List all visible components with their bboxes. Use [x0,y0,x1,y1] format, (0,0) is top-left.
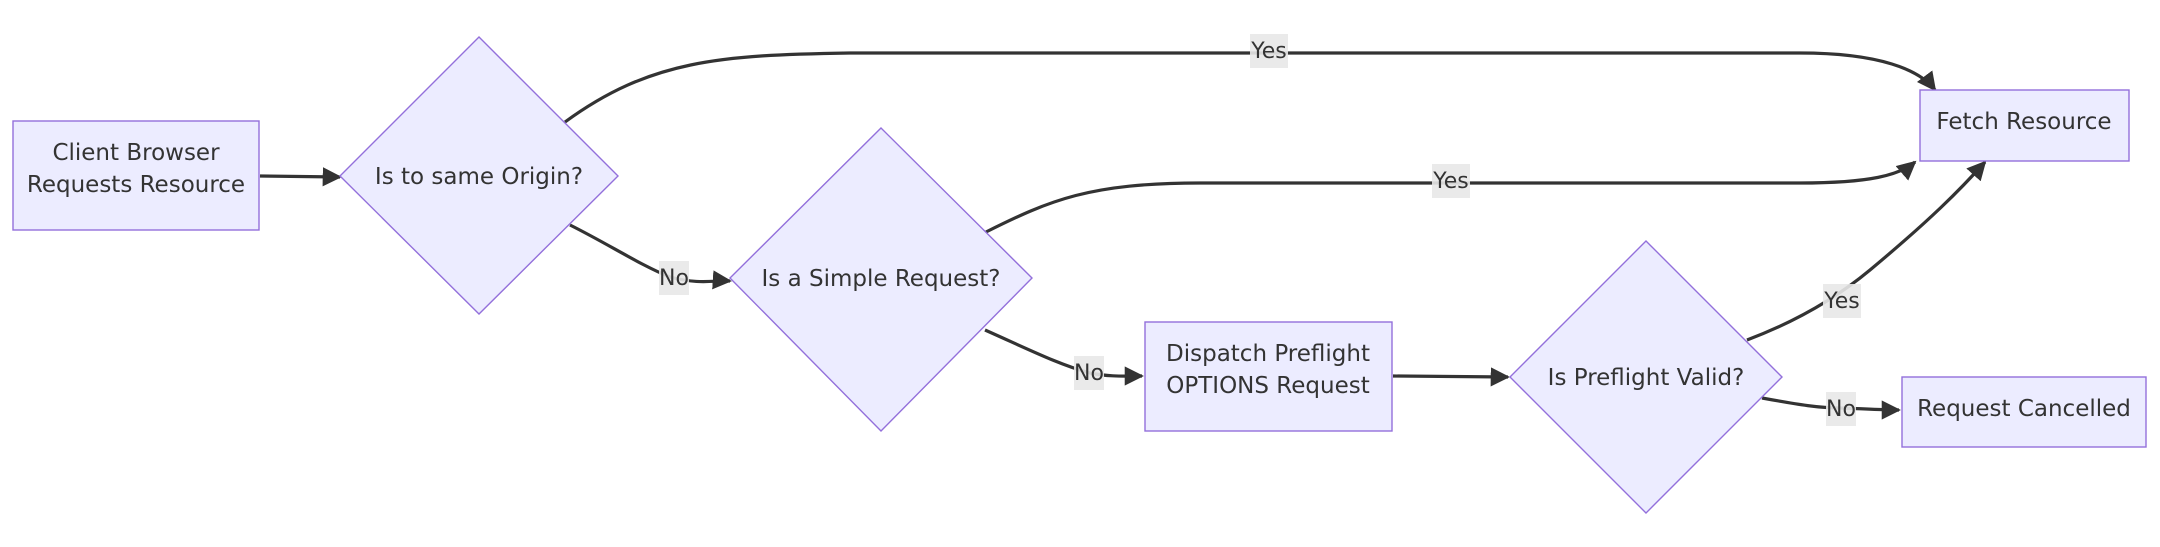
edge-label-text: Yes [1823,289,1860,314]
edge-label-origin-no: No [659,261,689,295]
edge-label-simple-yes: Yes [1432,164,1470,198]
edge-dispatch-to-valid [1392,367,1510,387]
edge-valid-yes [1746,160,1987,342]
node-client-browser[interactable]: Client Browser Requests Resource [12,120,260,231]
node-request-cancelled[interactable]: Request Cancelled [1901,376,2147,448]
edge-origin-yes [564,51,1937,124]
decision-same-origin[interactable]: Is to same Origin? [339,36,619,315]
edge-label-valid-no: No [1826,392,1856,426]
edge-label-text: Yes [1432,169,1469,194]
decision-preflight-valid[interactable]: Is Preflight Valid? [1509,240,1783,514]
edge-label-text: No [1074,361,1104,386]
edge-origin-no [569,223,732,290]
nodes: Client Browser Requests Resource Is to s… [12,36,2147,514]
edge-simple-yes [985,160,1917,234]
edge-client-to-origin [259,167,342,187]
node-dispatch-preflight[interactable]: Dispatch Preflight OPTIONS Request [1144,321,1393,432]
node-label-line: Dispatch Preflight [1166,341,1370,367]
node-fetch-resource[interactable]: Fetch Resource [1919,89,2130,162]
decision-simple-request[interactable]: Is a Simple Request? [729,127,1033,432]
edge-label-text: Yes [1250,39,1287,64]
node-label-line: Requests Resource [27,172,245,198]
node-label-line: Is a Simple Request? [762,266,1001,292]
edge-label-simple-no: No [1074,356,1104,390]
node-label-line: Client Browser [52,140,220,166]
edge-simple-no [984,328,1144,386]
edge-label-origin-yes: Yes [1250,34,1288,68]
edge-label-text: No [1826,397,1856,422]
node-label-line: Fetch Resource [1936,109,2111,135]
node-label-line: Request Cancelled [1917,396,2131,422]
edge-label-valid-yes: Yes [1823,284,1861,318]
edge-labels: Yes No Yes No Yes No [659,34,1861,426]
node-label-line: OPTIONS Request [1166,373,1369,399]
node-label-line: Is Preflight Valid? [1548,365,1745,391]
node-label-line: Is to same Origin? [375,164,583,190]
edge-label-text: No [659,266,689,291]
